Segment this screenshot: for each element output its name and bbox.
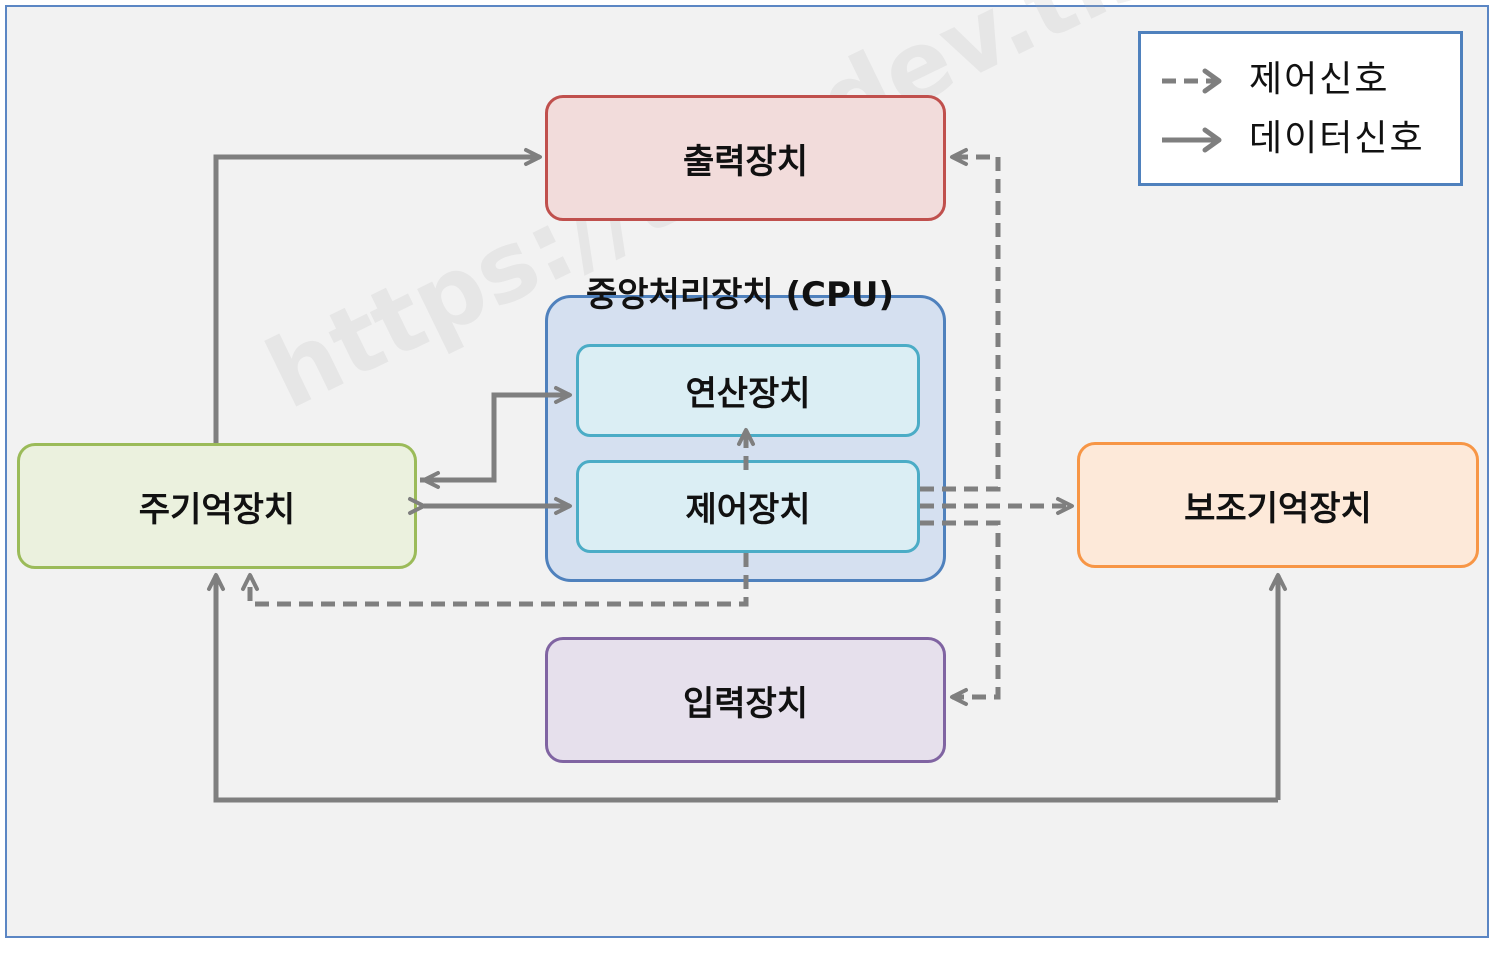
data-arrow-bus-to-main xyxy=(207,573,1278,803)
data-arrow-main-to-output xyxy=(213,148,542,443)
main-memory-label: 주기억장치 xyxy=(138,489,296,530)
aux-memory-label: 보조기억장치 xyxy=(1184,488,1372,529)
control-unit-label: 제어장치 xyxy=(685,490,811,530)
main-memory-box: 주기억장치 xyxy=(17,443,417,569)
cpu-title: 중앙처리장치 (CPU) xyxy=(586,275,895,315)
data-arrow-main-to-alu xyxy=(420,386,572,483)
control-arrow-to-input xyxy=(920,520,1001,706)
control-arrow-to-main xyxy=(241,553,749,607)
solid-arrow-icon xyxy=(1162,127,1222,153)
input-device-box: 입력장치 xyxy=(545,637,946,763)
legend-label-data-signal: 데이터신호 xyxy=(1249,118,1425,159)
alu-box: 연산장치 xyxy=(576,344,920,437)
input-device-label: 입력장치 xyxy=(682,683,809,724)
aux-memory-box: 보조기억장치 xyxy=(1077,442,1479,568)
control-arrow-to-output xyxy=(920,148,1001,492)
legend-row-control: 제어신호 xyxy=(1141,55,1460,105)
control-unit-box: 제어장치 xyxy=(576,460,920,553)
legend: 제어신호 데이터신호 xyxy=(1138,31,1463,186)
legend-label-control-signal: 제어신호 xyxy=(1249,59,1390,100)
legend-row-data: 데이터신호 xyxy=(1141,114,1460,164)
dashed-arrow-icon xyxy=(1162,68,1222,94)
output-device-label: 출력장치 xyxy=(682,141,809,182)
output-device-box: 출력장치 xyxy=(545,95,946,221)
alu-label: 연산장치 xyxy=(685,374,811,414)
